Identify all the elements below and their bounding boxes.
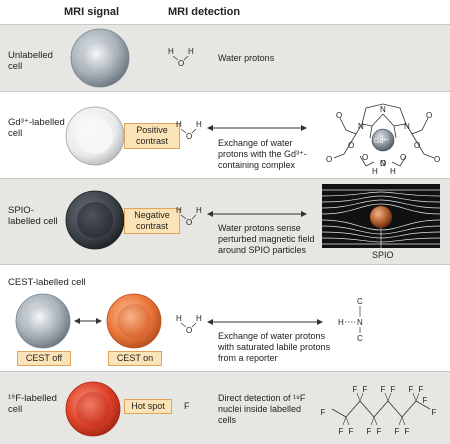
cest-off-label: CEST off [17, 351, 71, 366]
column-header: MRI signal MRI detection [0, 0, 450, 24]
description-gd: Exchange of water protons with the Gd³⁺-… [218, 138, 307, 170]
svg-text:H: H [390, 167, 396, 176]
svg-text:O: O [326, 155, 332, 164]
divider [0, 264, 450, 265]
svg-text:O: O [336, 111, 342, 120]
water-h-atom: H [196, 206, 202, 215]
description-fluorine: Direct detection of ¹⁹F nuclei inside la… [218, 393, 306, 425]
fluorine-atom: F [423, 396, 428, 405]
unlabelled-cell [70, 28, 130, 88]
water-h-atom: H [176, 120, 182, 129]
description-cest: Exchange of water protons with saturated… [218, 331, 331, 363]
spio-field-panel [321, 184, 441, 248]
svg-text:O: O [400, 153, 406, 162]
cest-off-cell [15, 293, 71, 349]
fluorine-atom: F [353, 385, 358, 394]
fluorine-atom: F [367, 427, 372, 436]
contrast-label-negative: Negative contrast [124, 208, 180, 234]
fluorine-atom: F [349, 427, 354, 436]
amide-reporter-structure: C N C H [338, 297, 363, 343]
divider [0, 91, 450, 92]
exchange-arrow [207, 319, 323, 325]
svg-text:O: O [414, 141, 420, 150]
cest-switch-arrow [74, 318, 102, 324]
divider [0, 24, 450, 25]
fluorine-atom: F [395, 427, 400, 436]
gd-complex-structure: Gd³⁺ N N N N O O O O O O O O O H H [326, 103, 440, 176]
fluorine-atom: F [391, 385, 396, 394]
divider [0, 178, 450, 179]
column-header-detection: MRI detection [168, 6, 241, 18]
svg-text:Gd³⁺: Gd³⁺ [374, 138, 390, 145]
svg-text:O: O [380, 159, 386, 168]
fluorine-atom: F [419, 385, 424, 394]
water-o-atom: O [186, 326, 192, 335]
row-label-unlabelled: Unlabelled cell [8, 50, 53, 72]
fluorine-atom: F [381, 385, 386, 394]
fluorine-atom: F [377, 427, 382, 436]
contrast-label-hotspot: Hot spot [124, 399, 172, 414]
fluorine-cell [65, 381, 121, 437]
fluorine-atom: F [432, 408, 437, 417]
fluorine-atom: F [363, 385, 368, 394]
water-molecule: H H O [176, 206, 202, 227]
water-h-atom: H [196, 314, 202, 323]
svg-text:N: N [404, 122, 410, 131]
spio-particle-label: SPIO [372, 250, 394, 260]
fluorine-atom: F [405, 427, 410, 436]
row-label-cest: CEST-labelled cell [8, 277, 86, 288]
description-spio: Water protons sense perturbed magnetic f… [218, 223, 315, 255]
fluorine-atom: F [339, 427, 344, 436]
fluorine-symbol: F [184, 401, 190, 411]
description-unlabelled: Water protons [218, 53, 275, 63]
water-o-atom: O [186, 218, 192, 227]
svg-text:N: N [380, 105, 386, 114]
cest-on-cell [106, 293, 162, 349]
row-label-spio: SPIO-labelled cell [8, 205, 58, 227]
fluorine-atom: F [321, 408, 326, 417]
gd-cell [65, 106, 125, 166]
cest-on-label: CEST on [108, 351, 162, 366]
water-o-atom: O [178, 59, 184, 68]
svg-text:C: C [357, 334, 363, 343]
exchange-arrow [207, 211, 307, 217]
water-h-atom: H [176, 206, 182, 215]
spio-particle [370, 206, 392, 228]
svg-text:H: H [372, 167, 378, 176]
water-molecule: H H O [168, 47, 194, 68]
water-h-atom: H [176, 314, 182, 323]
water-h-atom: H [196, 120, 202, 129]
exchange-arrow [207, 125, 307, 131]
water-h-atom: H [168, 47, 174, 56]
spio-cell [65, 190, 125, 250]
fluorine-atom: F [409, 385, 414, 394]
svg-text:N: N [380, 159, 386, 168]
row-label-gd: Gd³⁺-labelled cell [8, 117, 65, 139]
svg-text:O: O [348, 141, 354, 150]
row-label-fluorine: ¹⁹F-labelled cell [8, 393, 57, 415]
svg-text:O: O [362, 153, 368, 162]
water-h-atom: H [188, 47, 194, 56]
svg-text:N: N [358, 122, 364, 131]
column-header-signal: MRI signal [64, 6, 120, 18]
water-molecule: H H O [176, 314, 202, 335]
svg-text:H: H [338, 318, 344, 327]
water-molecule: H H O [176, 120, 202, 141]
svg-text:O: O [426, 111, 432, 120]
water-o-atom: O [186, 132, 192, 141]
svg-text:O: O [434, 155, 440, 164]
divider [0, 371, 450, 372]
svg-text:C: C [357, 297, 363, 306]
contrast-label-positive: Positive contrast [124, 123, 180, 149]
gd-ion [371, 128, 395, 152]
svg-text:N: N [357, 318, 363, 327]
